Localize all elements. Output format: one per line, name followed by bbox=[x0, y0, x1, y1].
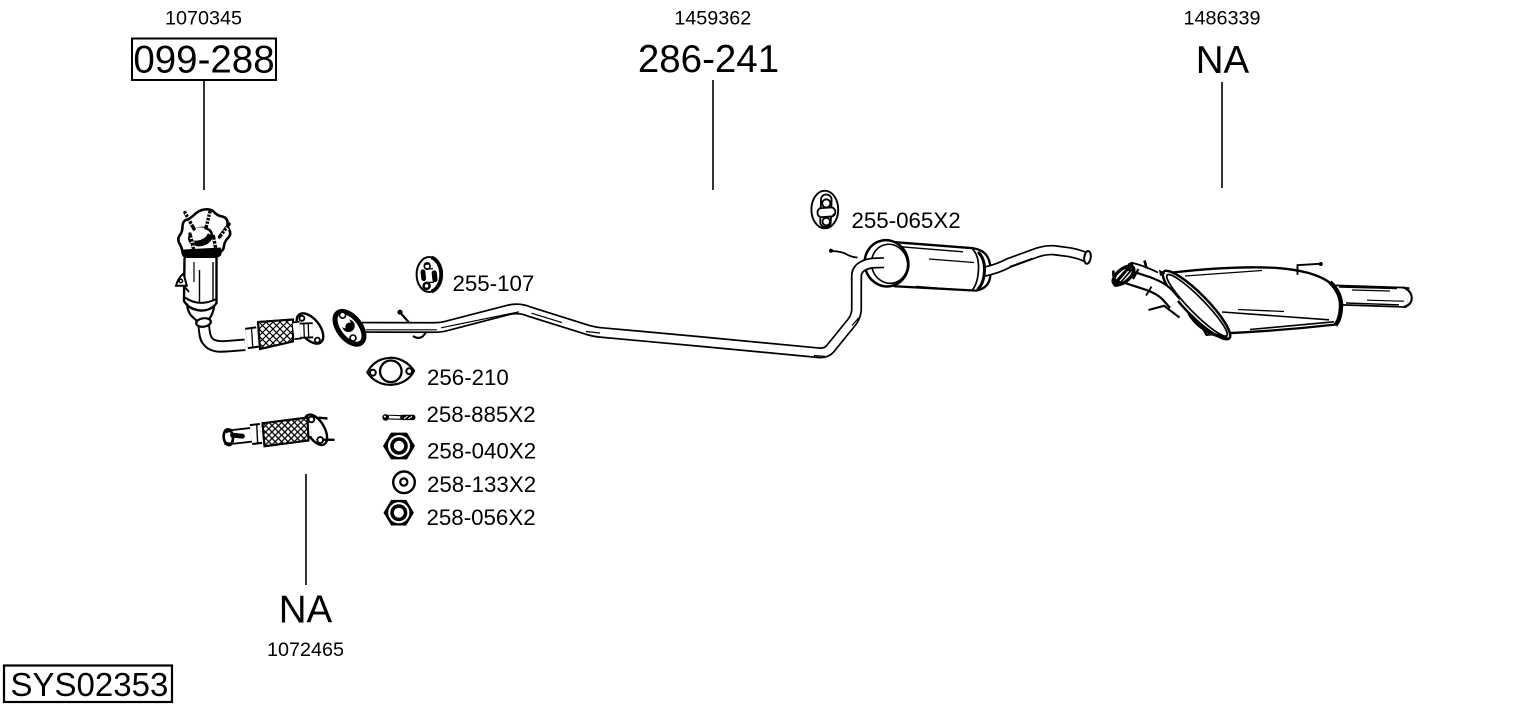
svg-text:255-107: 255-107 bbox=[453, 271, 535, 296]
svg-text:1486339: 1486339 bbox=[1183, 7, 1260, 29]
svg-text:258-056X2: 258-056X2 bbox=[427, 505, 536, 530]
svg-text:SYS02353: SYS02353 bbox=[11, 666, 169, 703]
svg-text:NA: NA bbox=[279, 588, 333, 631]
svg-text:255-065X2: 255-065X2 bbox=[852, 208, 961, 233]
svg-text:1459362: 1459362 bbox=[674, 7, 751, 29]
svg-text:1070345: 1070345 bbox=[165, 7, 242, 29]
svg-text:NA: NA bbox=[1196, 39, 1250, 82]
svg-text:258-885X2: 258-885X2 bbox=[427, 402, 536, 427]
svg-text:256-210: 256-210 bbox=[427, 365, 509, 390]
svg-text:099-288: 099-288 bbox=[133, 38, 274, 81]
svg-text:286-241: 286-241 bbox=[638, 38, 779, 81]
svg-text:1072465: 1072465 bbox=[267, 639, 344, 661]
svg-text:258-133X2: 258-133X2 bbox=[427, 472, 536, 497]
svg-text:258-040X2: 258-040X2 bbox=[427, 438, 536, 463]
